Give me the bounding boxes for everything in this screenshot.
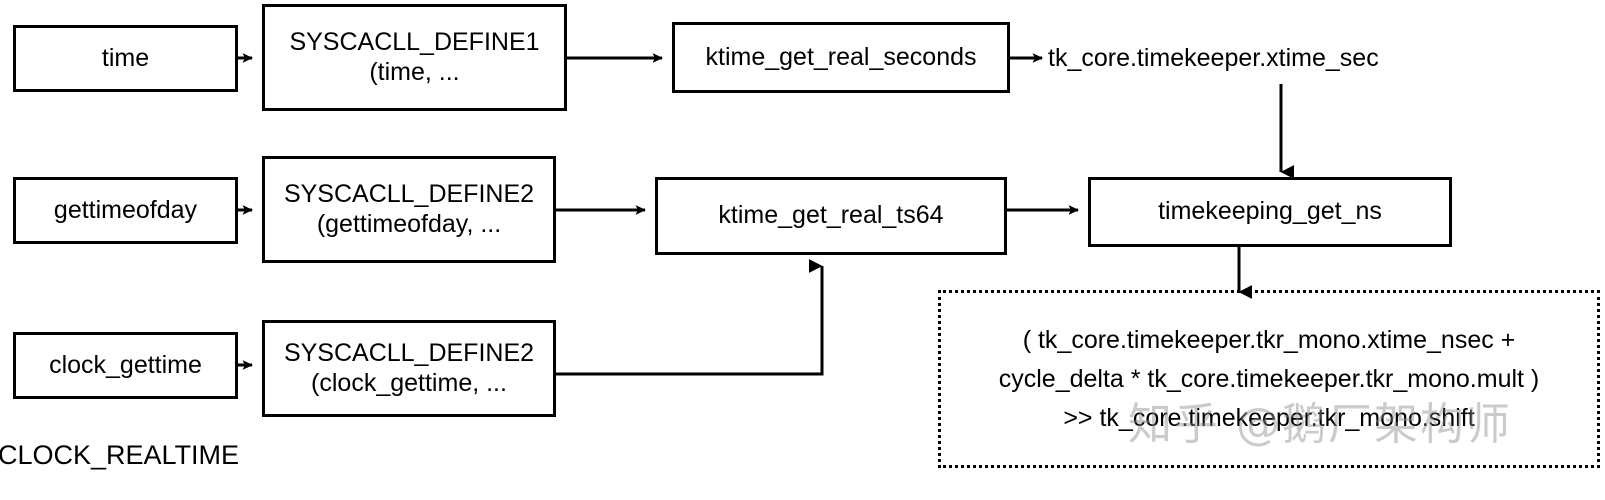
node-syscall-define1-line1: SYSCACLL_DEFINE1	[289, 28, 540, 56]
formula-box[interactable]: ( tk_core.timekeeper.tkr_mono.xtime_nsec…	[938, 290, 1600, 468]
node-xtime-sec-text: tk_core.timekeeper.xtime_sec	[1048, 44, 1379, 72]
node-syscall-define2-clock-gettime[interactable]: SYSCACLL_DEFINE2 (clock_gettime, ...	[262, 320, 556, 417]
formula-line-3: >> tk_core.timekeeper.tkr_mono.shift	[1063, 403, 1475, 432]
node-syscall-define1-time[interactable]: SYSCACLL_DEFINE1 (time, ...	[262, 4, 567, 111]
node-ktime-get-real-ts64[interactable]: ktime_get_real_ts64	[655, 177, 1007, 255]
node-syscall-define2-gtod-line1: SYSCACLL_DEFINE2	[283, 180, 535, 208]
node-syscall-define2-cg-line2: (clock_gettime, ...	[311, 368, 507, 397]
formula-line-2: cycle_delta * tk_core.timekeeper.tkr_mon…	[998, 364, 1540, 393]
node-clock-gettime-label: clock_gettime	[49, 350, 202, 379]
node-clock-gettime[interactable]: clock_gettime	[13, 332, 238, 399]
node-syscall-define2-gtod-line2: (gettimeofday, ...	[316, 209, 502, 238]
node-ktime-get-real-seconds-label: ktime_get_real_seconds	[705, 42, 977, 71]
node-ktime-get-real-seconds[interactable]: ktime_get_real_seconds	[672, 22, 1010, 93]
edge-syscall2-cg-to-ktime-get-real-ts64	[556, 259, 824, 376]
node-gettimeofday-label: gettimeofday	[53, 195, 198, 224]
node-syscall-define1-line2: (time, ...	[369, 57, 460, 86]
node-syscall-define2-gettimeofday[interactable]: SYSCACLL_DEFINE2 (gettimeofday, ...	[262, 156, 556, 263]
node-time[interactable]: time	[13, 25, 238, 92]
node-syscall-define2-cg-line1: SYSCACLL_DEFINE2	[283, 339, 535, 367]
node-gettimeofday[interactable]: gettimeofday	[13, 177, 238, 244]
node-timekeeping-get-ns-label: timekeeping_get_ns	[1158, 197, 1382, 226]
node-ktime-get-real-ts64-label: ktime_get_real_ts64	[718, 201, 944, 230]
formula-line-1: ( tk_core.timekeeper.tkr_mono.xtime_nsec…	[1022, 325, 1516, 354]
node-time-label: time	[101, 43, 150, 72]
node-timekeeping-get-ns[interactable]: timekeeping_get_ns	[1088, 177, 1452, 247]
watermark: 知乎 @鹅厂架构师	[1128, 399, 1512, 450]
clock-realtime-label: CLOCK_REALTIME	[0, 440, 240, 470]
